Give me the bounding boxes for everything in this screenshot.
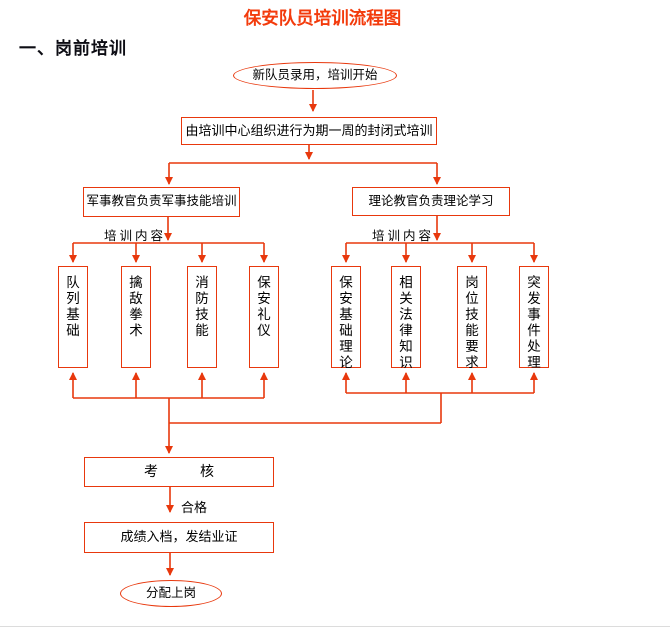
closed-training-label: 由培训中心组织进行为期一周的封闭式培训 [185,122,433,138]
merge-connectors [69,372,538,454]
page-title: 保安队员培训流程图 [243,8,402,28]
military-branch-label: 军事教官负责军事技能培训 [86,194,237,209]
end-node: 分配上岗 [120,580,222,607]
top-flow-connectors [165,90,441,185]
training-content-label-left: 培训内容 [104,229,167,243]
right-item-label-3: 岗位技能要求 [465,275,479,370]
start-node-label: 新队员录用，培训开始 [252,67,378,82]
military-branch-header: 军事教官负责军事技能培训 [83,187,240,217]
closed-training-step: 由培训中心组织进行为期一周的封闭式培训 [181,117,437,145]
training-content-label-right: 培训内容 [372,229,435,243]
left-item-combat-boxing: 擒敌拳术 [121,266,151,368]
right-item-post-skills: 岗位技能要求 [457,266,487,370]
left-item-fire-skills: 消防技能 [187,266,217,368]
section-heading: 一、岗前培训 [19,39,127,58]
left-branch-connectors [69,217,268,263]
left-item-label-2: 擒敌拳术 [129,275,143,338]
assessment-label: 考 核 [144,463,214,480]
end-node-label: 分配上岗 [145,585,196,600]
archive-result-step: 成绩入档，发结业证 [84,522,274,553]
assessment-step: 考 核 [84,457,274,487]
left-item-drill-basics: 队列基础 [58,266,88,368]
theory-branch-header: 理论教官负责理论学习 [352,187,510,216]
right-item-legal-knowledge: 相关法律知识 [391,266,421,370]
left-item-label-3: 消防技能 [195,275,209,338]
right-item-emergency-handling: 突发事件处理 [519,266,549,370]
right-branch-connectors [342,216,538,263]
right-item-basic-theory: 保安基础理论 [331,266,361,370]
right-item-label-2: 相关法律知识 [399,275,413,370]
archive-result-label: 成绩入档，发结业证 [120,529,238,545]
left-item-label-1: 队列基础 [66,275,80,338]
right-item-label-1: 保安基础理论 [339,275,353,370]
start-node: 新队员录用，培训开始 [233,62,397,89]
right-item-label-4: 突发事件处理 [527,275,541,370]
theory-branch-label: 理论教官负责理论学习 [368,193,494,208]
pass-label: 合格 [181,500,208,515]
left-item-label-4: 保安礼仪 [257,275,271,338]
left-item-security-etiquette: 保安礼仪 [249,266,279,368]
